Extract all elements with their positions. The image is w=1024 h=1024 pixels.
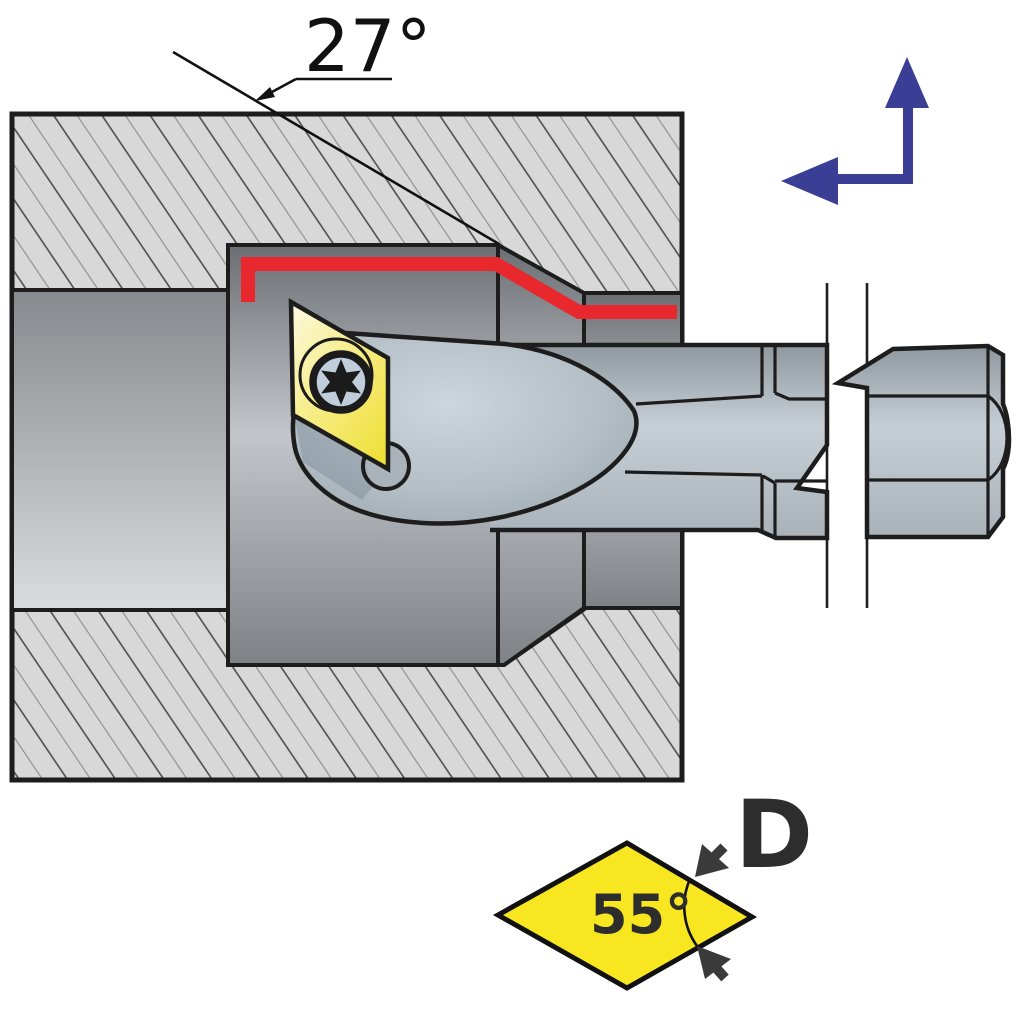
bar-left-segment-outline [490, 342, 830, 541]
leader-arrowhead-icon [255, 87, 275, 101]
insert-shape-code-label: D [735, 781, 813, 890]
insert-shape-diamond [492, 840, 757, 991]
feed-arrow-up-icon [885, 57, 929, 184]
insert-assembly [288, 298, 391, 473]
cutting-path-line [241, 257, 677, 319]
insert-point-angle-label: 55° [590, 883, 692, 946]
feed-direction-arrows-icon [781, 57, 929, 205]
bar-end-edge-lines [867, 346, 1009, 537]
insert-shape-detail: 55° D [492, 781, 813, 991]
angle-arrow-upper-icon [695, 844, 729, 877]
bar-right-segment [831, 343, 1012, 540]
bar-neck-edge-lines [624, 345, 827, 537]
boring-bar [288, 298, 1012, 541]
shank-break-lines [825, 283, 869, 608]
point-angle-arrows [695, 843, 731, 982]
angle-arrow-lower-stub [713, 965, 729, 982]
chamfer-angle-callout: 27° [172, 4, 500, 246]
chamfer-extension-line [172, 50, 500, 246]
chamfer-angle-label: 27° [304, 4, 432, 88]
torx-star-icon [321, 359, 361, 405]
angle-arrow-lower-icon [697, 946, 731, 979]
angle-arrow-upper-stub [711, 843, 728, 860]
feed-arrow-left-icon [781, 157, 913, 205]
point-angle-arc [682, 878, 699, 947]
